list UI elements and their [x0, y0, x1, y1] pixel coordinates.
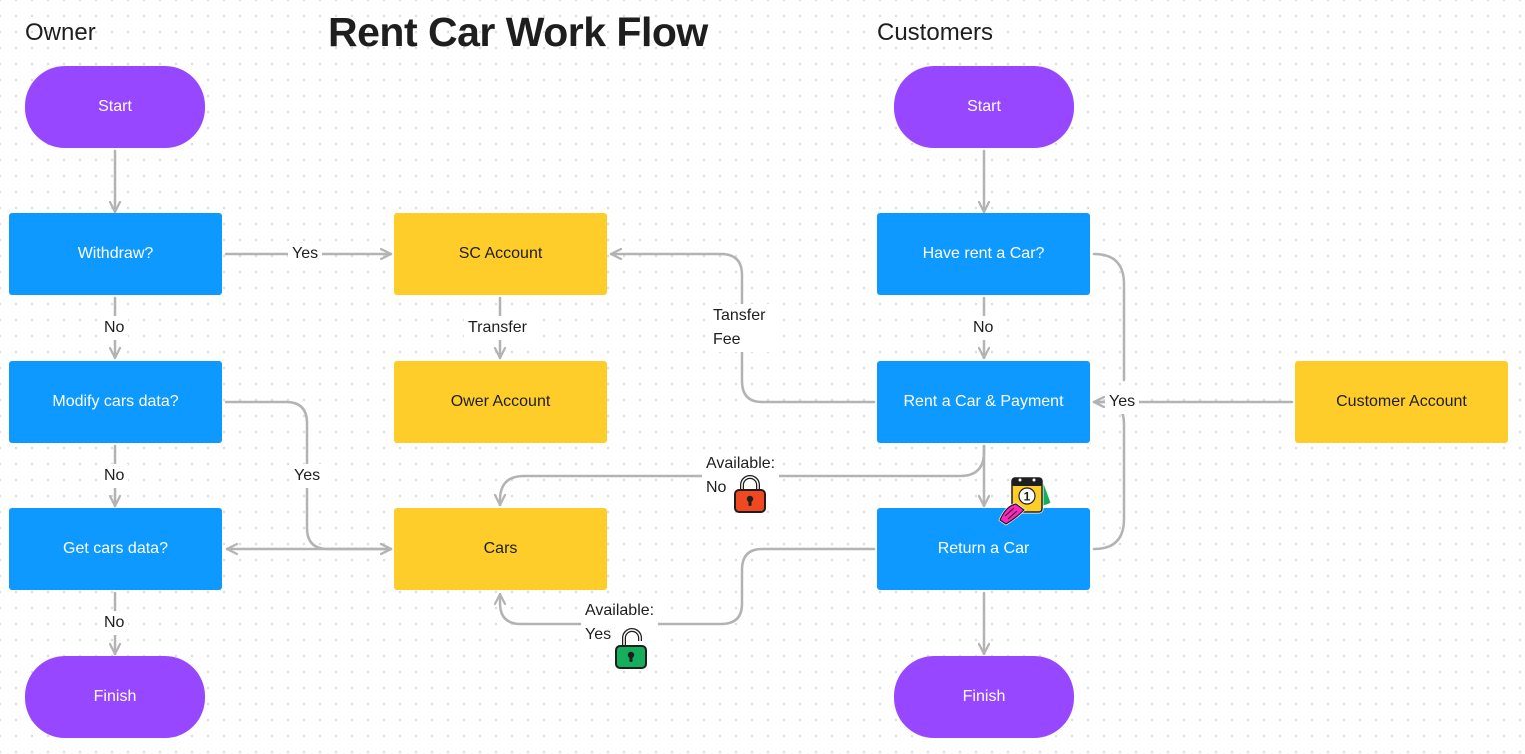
customer-finish-node[interactable]: Finish [894, 656, 1074, 738]
lock-closed-icon [734, 475, 766, 513]
node-label: Finish [93, 688, 137, 705]
withdraw-node[interactable]: Withdraw? [9, 213, 222, 295]
edge-return-cars-available [500, 547, 876, 626]
rent-car-payment-node[interactable]: Rent a Car & Payment [877, 361, 1090, 443]
edge-label-line: Tansfer [713, 307, 766, 324]
node-label: Get cars data? [63, 540, 168, 557]
edge-label-tansfer-fee: Tansfer Fee [709, 304, 770, 352]
node-label: Customer Account [1336, 393, 1467, 410]
edge-label-modify-yes: Yes [290, 464, 325, 488]
edge-label-available-no: Available: No [702, 452, 780, 500]
modify-cars-data-node[interactable]: Modify cars data? [9, 361, 222, 443]
sc-account-node[interactable]: SC Account [394, 213, 607, 295]
node-label: Rent a Car & Payment [903, 393, 1064, 410]
node-label: Modify cars data? [52, 393, 179, 410]
node-label: Cars [483, 540, 518, 557]
edge-label-withdraw-yes: Yes [288, 242, 323, 266]
node-label: Start [98, 98, 132, 115]
edge-return-rent [1092, 402, 1126, 551]
have-rent-car-node[interactable]: Have rent a Car? [877, 213, 1090, 295]
edge-label-line: Available: [585, 602, 655, 619]
edge-have-rent-yes [1092, 252, 1126, 382]
node-label: Ower Account [450, 393, 551, 410]
return-car-node[interactable]: Return a Car [877, 508, 1090, 590]
edge-label-transfer: Transfer [464, 316, 531, 340]
customer-start-node[interactable]: Start [894, 66, 1074, 148]
edge-label-have-rent-no: No [969, 316, 998, 340]
edge-label-have-rent-yes: Yes [1105, 390, 1140, 414]
owner-start-node[interactable]: Start [25, 66, 205, 148]
lock-open-icon [615, 628, 647, 669]
calendar-sticker-icon: 1 [998, 476, 1053, 526]
ower-account-node[interactable]: Ower Account [394, 361, 607, 443]
node-label: SC Account [458, 245, 543, 262]
lane-owner-heading: Owner [25, 19, 96, 46]
customer-account-node[interactable]: Customer Account [1295, 361, 1508, 443]
edge-label-available-yes: Available: Yes [581, 599, 659, 647]
cars-node[interactable]: Cars [394, 508, 607, 590]
owner-finish-node[interactable]: Finish [25, 656, 205, 738]
edge-label-line: Available: [706, 455, 776, 472]
node-label: Finish [962, 688, 1006, 705]
get-cars-data-node[interactable]: Get cars data? [9, 508, 222, 590]
page-title: Rent Car Work Flow [328, 9, 708, 55]
edge-label-modify-no: No [100, 464, 129, 488]
node-label: Have rent a Car? [922, 245, 1045, 262]
node-label: Start [967, 98, 1001, 115]
edge-label-line: Fee [713, 331, 741, 348]
lane-customers-heading: Customers [877, 19, 994, 46]
node-label: Return a Car [937, 540, 1030, 557]
edge-label-get-no: No [100, 611, 129, 635]
edge-label-withdraw-no: No [100, 316, 129, 340]
node-label: Withdraw? [77, 245, 154, 262]
svg-text:1: 1 [1024, 490, 1031, 504]
edge-label-line: No [706, 479, 727, 496]
edge-label-line: Yes [585, 626, 612, 643]
